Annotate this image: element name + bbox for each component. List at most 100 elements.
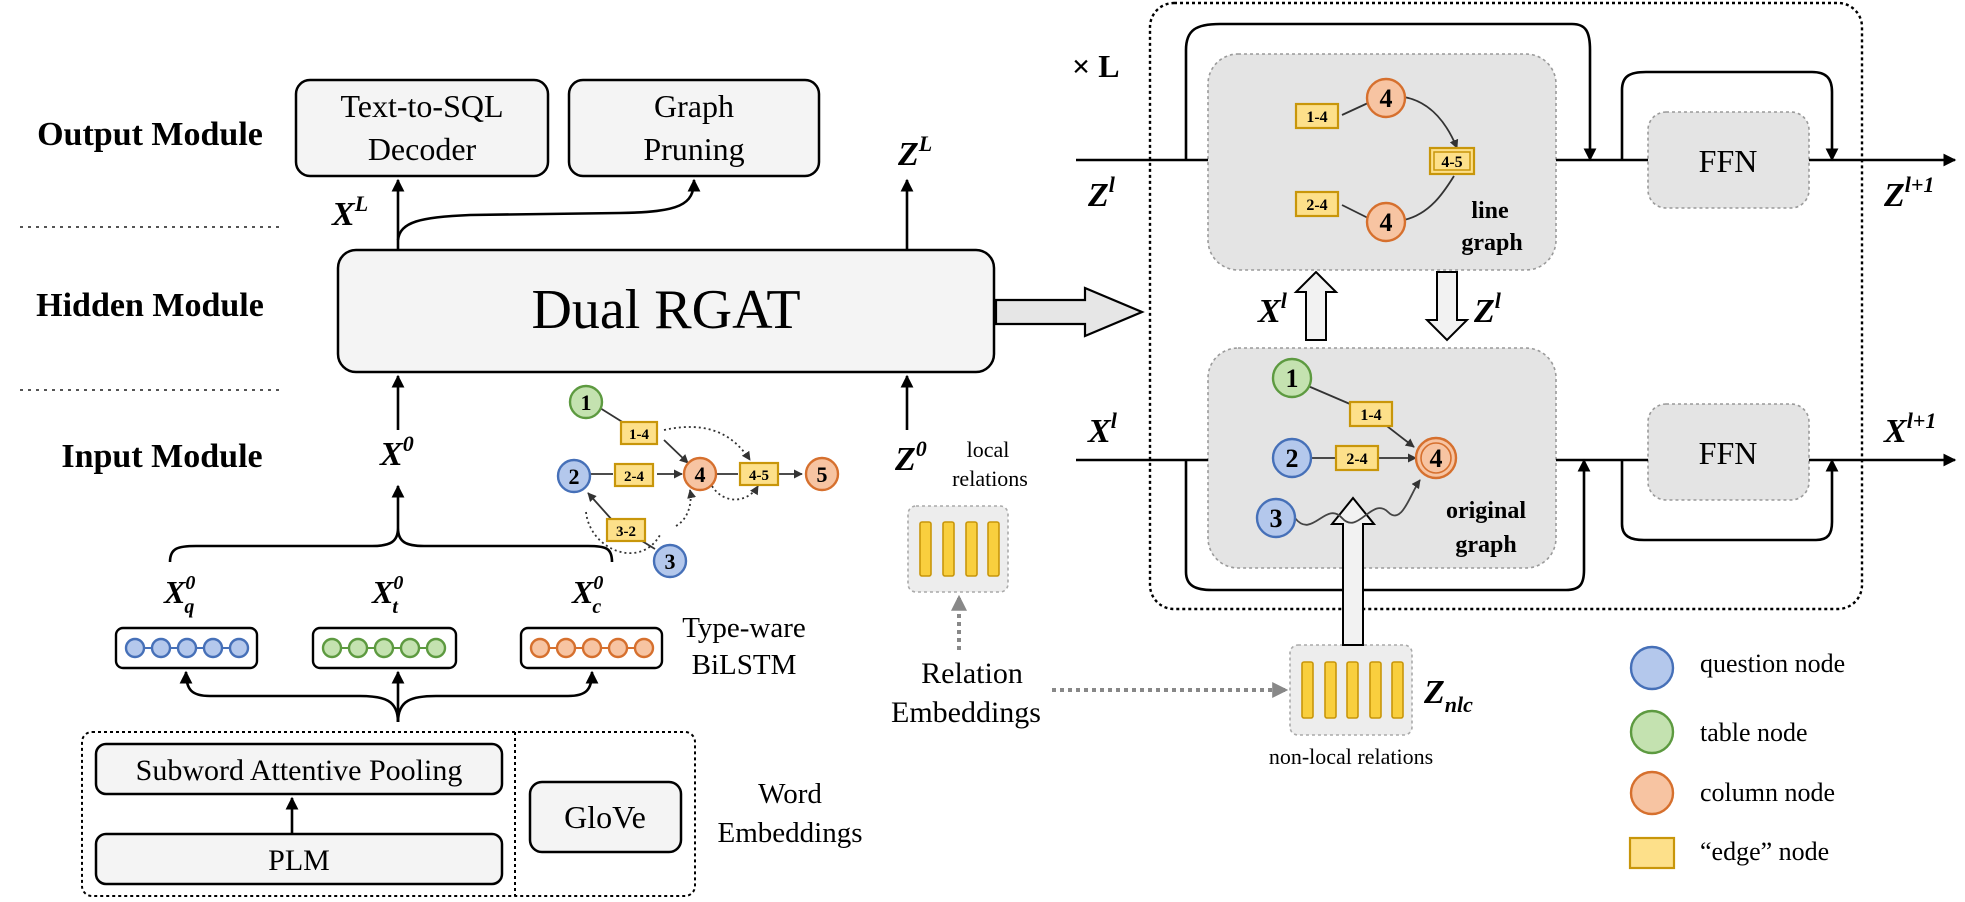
residual-bottom-1 [1184, 458, 1591, 592]
nonlocal-relations-label: non-local relations [1269, 744, 1433, 769]
dual-rgat-box [336, 248, 996, 374]
word-emb-label-line2: Embeddings [718, 817, 863, 849]
example-edge-4-5 [738, 461, 780, 487]
svg-text:2: 2 [569, 464, 580, 489]
nonlocal-relation-embeddings [1289, 644, 1413, 736]
dual-rgat-layer-container [1148, 1, 1864, 611]
legend-column-node-label: column node [1700, 778, 1835, 807]
svg-text:2: 2 [1286, 444, 1299, 473]
original-graph: 1 2 3 4 1-4 2-4 [1255, 357, 1458, 539]
z0-label: Z0 [894, 436, 927, 478]
zl-label: ZL [897, 131, 932, 173]
word-emb-label-line1: Word [758, 778, 822, 810]
subword-pooling-box [94, 742, 504, 796]
dual-rgat-label: Dual RGAT [531, 279, 800, 341]
arrow-xl-to-pruning [396, 178, 701, 241]
line-graph-edge-2-4 [1294, 190, 1340, 218]
zl1-output-label: Zl+1 [1883, 172, 1934, 214]
svg-text:1: 1 [1286, 364, 1299, 393]
svg-text:1: 1 [581, 390, 592, 415]
pruning-label-line1: Graph [654, 88, 734, 124]
line-graph-column-node-bottom [1365, 201, 1407, 243]
typeware-label-line1: Type-ware [682, 612, 806, 644]
example-edge-2-4 [613, 462, 655, 488]
legend: question node table node column node “ed… [1628, 645, 1845, 870]
xl-up-arrow [1293, 270, 1339, 341]
relation-embeddings-line2: Embeddings [891, 696, 1041, 729]
question-vector [114, 626, 259, 670]
zl-mid-label: Zl [1473, 288, 1502, 330]
local-relation-embeddings [907, 505, 1009, 593]
example-column-node-4 [682, 456, 718, 492]
table-vector [311, 626, 458, 670]
line-graph: 1-4 2-4 4-5 4 4 [1294, 77, 1476, 243]
svg-text:1-4: 1-4 [1360, 407, 1381, 424]
xl-label: XL [331, 191, 368, 233]
glove-label: GloVe [564, 799, 646, 835]
svg-text:2-4: 2-4 [1346, 451, 1367, 468]
svg-text:3-2: 3-2 [616, 524, 636, 540]
original-edge-1-4 [1348, 400, 1394, 428]
column-vector [519, 626, 664, 670]
legend-edge-node-icon [1628, 836, 1676, 870]
x0-label: X0 [379, 431, 414, 473]
subword-pooling-label: Subword Attentive Pooling [136, 754, 463, 787]
example-table-node-1 [568, 384, 604, 420]
zl-down-arrow [1424, 271, 1470, 342]
ffn-top-box [1647, 111, 1810, 209]
plm-label: PLM [268, 844, 330, 877]
svg-text:4: 4 [1380, 208, 1393, 237]
original-graph-label-line2: graph [1455, 532, 1516, 558]
expand-arrow [994, 286, 1145, 338]
output-module-label: Output Module [37, 116, 263, 153]
input-brace [168, 527, 614, 563]
example-edge-3-2 [605, 517, 647, 543]
svg-text:3: 3 [1270, 504, 1283, 533]
original-question-node-2 [1271, 437, 1313, 479]
decoder-label-line1: Text-to-SQL [340, 88, 503, 124]
svg-text:4-5: 4-5 [1441, 154, 1462, 171]
plm-box [94, 832, 504, 886]
legend-column-node-icon [1629, 770, 1675, 816]
word-embeddings-container [81, 731, 696, 897]
legend-edge-node-label: “edge” node [1700, 837, 1829, 866]
xl-input-label: Xl [1087, 408, 1118, 450]
ffn-bottom-box [1647, 403, 1810, 501]
xl-mid-label: Xl [1257, 288, 1288, 330]
xl1-output-label: Xl+1 [1883, 408, 1936, 450]
svg-text:2-4: 2-4 [624, 469, 644, 485]
text-to-sql-decoder-box [294, 78, 550, 178]
pruning-label-line2: Pruning [643, 131, 744, 167]
legend-question-node-label: question node [1700, 649, 1845, 678]
ffn-bottom-label: FFN [1699, 435, 1758, 471]
local-relations-line1: local [967, 437, 1010, 462]
original-edge-2-4 [1334, 444, 1380, 472]
example-graph: 1 2 3 4 5 1-4 2-4 3-2 4-5 [556, 384, 840, 579]
svg-text:4: 4 [1430, 444, 1443, 473]
original-table-node-1 [1271, 357, 1313, 399]
arrow-to-column-vector [396, 670, 599, 723]
svg-text:4: 4 [695, 462, 706, 487]
decoder-label-line2: Decoder [368, 131, 477, 167]
svg-text:4: 4 [1380, 84, 1393, 113]
line-graph-column-node-top [1365, 77, 1407, 119]
graph-pruning-box [567, 78, 821, 178]
legend-question-node-icon [1629, 645, 1675, 691]
glove-box [528, 780, 683, 854]
svg-text:1-4: 1-4 [629, 427, 649, 443]
example-question-node-3 [652, 543, 688, 579]
svg-text:1-4: 1-4 [1306, 109, 1327, 126]
typeware-label-line2: BiLSTM [692, 649, 797, 681]
example-question-node-2 [556, 458, 592, 494]
svg-text:3: 3 [665, 549, 676, 574]
svg-text:2-4: 2-4 [1306, 197, 1327, 214]
znlc-label: Znlc [1423, 674, 1473, 717]
line-graph-label-line2: graph [1461, 230, 1522, 256]
svg-text:4-5: 4-5 [749, 468, 769, 484]
line-graph-edge-1-4 [1294, 102, 1340, 130]
original-column-node-4 [1414, 436, 1458, 480]
znlc-up-arrow [1329, 496, 1377, 646]
